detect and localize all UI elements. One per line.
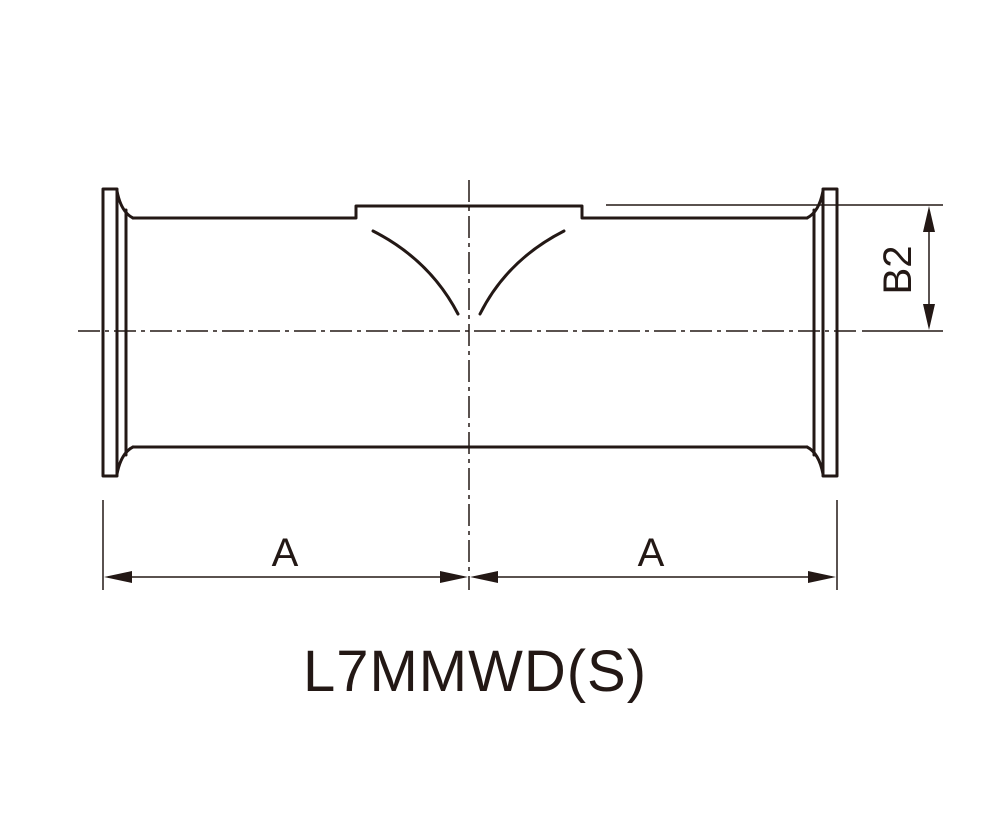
right-ferrule-neck [805, 189, 825, 476]
tube-top-edge [131, 204, 809, 220]
a-left-arrow-start [104, 571, 132, 583]
dimension-label-b2: B2 [876, 246, 920, 295]
left-ferrule-neck [115, 189, 135, 476]
left-ferrule-flange [101, 187, 119, 478]
right-ferrule-flange [821, 187, 839, 478]
branch-curve-left [371, 229, 460, 316]
model-label: L7MMWD(S) [302, 639, 648, 704]
dimension-label-a-left: A [272, 531, 299, 575]
b2-arrow-bottom [923, 304, 935, 330]
a-left-arrow-end [440, 571, 468, 583]
a-right-arrow-end [808, 571, 836, 583]
b2-arrow-top [923, 206, 935, 232]
dimension-label-a-right: A [638, 531, 665, 575]
branch-curve-right [478, 229, 566, 316]
a-right-arrow-start [470, 571, 498, 583]
